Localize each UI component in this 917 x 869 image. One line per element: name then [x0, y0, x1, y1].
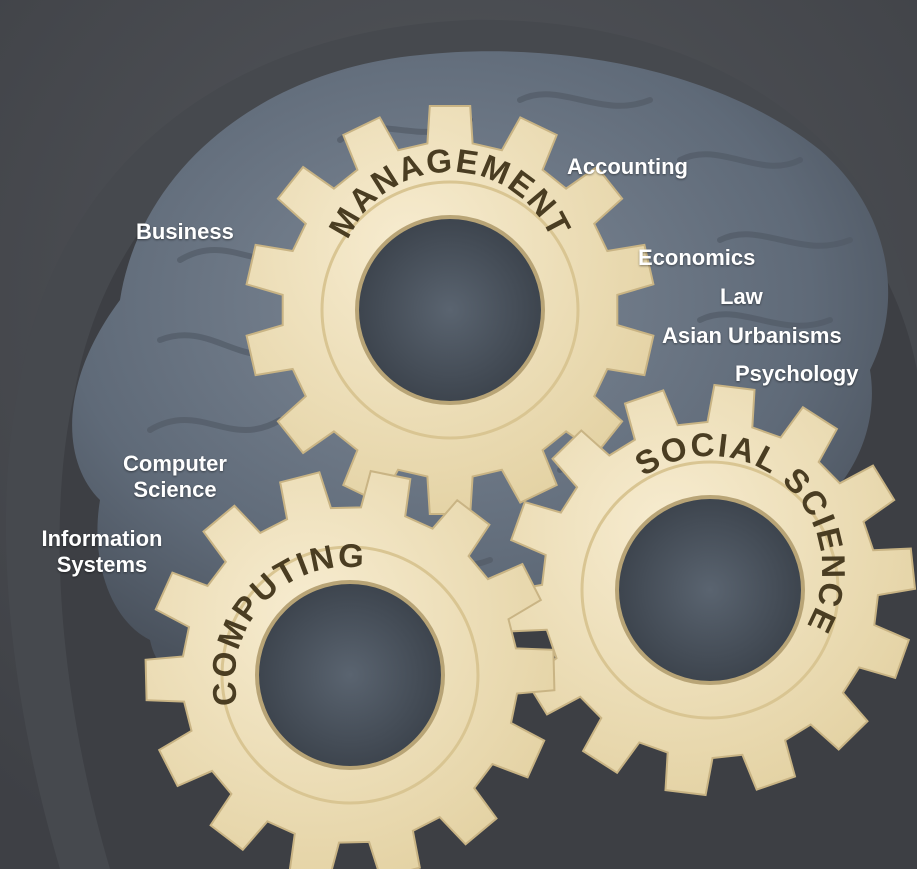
- label-computer-science: Computer Science: [105, 451, 245, 503]
- management-gear: [245, 105, 655, 515]
- gear-center-hole: [355, 215, 545, 405]
- gear-hub-ring: [220, 545, 480, 805]
- computing-gear: [144, 469, 556, 869]
- gear-hub-ring: [580, 460, 840, 720]
- label-information-systems: Information Systems: [22, 526, 182, 578]
- label-accounting: Accounting: [567, 154, 688, 179]
- gear-hub-ring: [320, 180, 580, 440]
- label-law: Law: [720, 284, 763, 309]
- label-business: Business: [136, 219, 234, 244]
- label-asian-urbanisms: Asian Urbanisms: [662, 323, 842, 348]
- social-science-gear: [503, 383, 917, 797]
- label-psychology: Psychology: [735, 361, 859, 386]
- gear-center-hole: [615, 495, 805, 685]
- label-information-systems-line1: Information: [41, 526, 163, 551]
- label-computer-science-line1: Computer: [123, 451, 227, 476]
- label-computer-science-line2: Science: [133, 477, 217, 502]
- gear-center-hole: [255, 580, 445, 770]
- label-information-systems-line2: Systems: [56, 552, 148, 577]
- label-economics: Economics: [638, 245, 756, 270]
